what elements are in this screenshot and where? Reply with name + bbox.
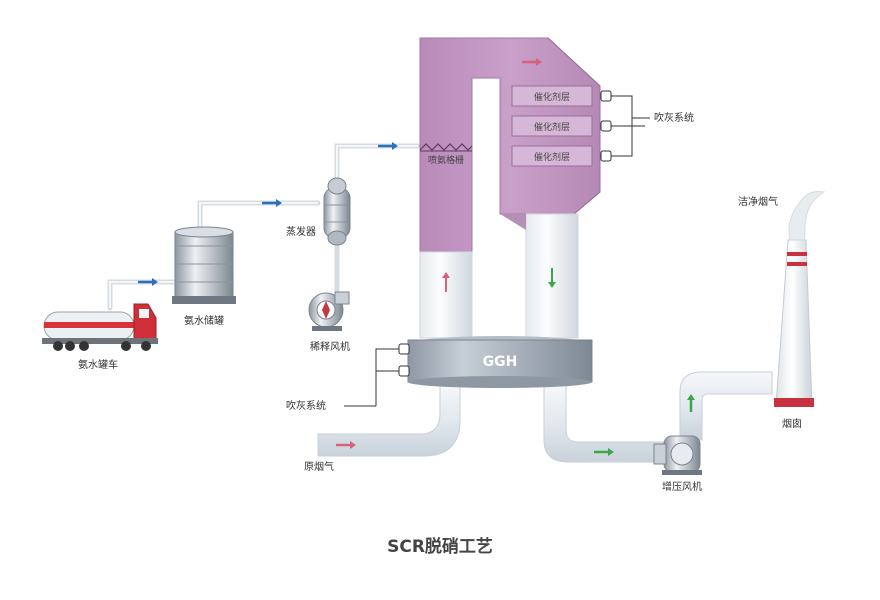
- booster-fan: [653, 435, 702, 475]
- chimney: [774, 191, 826, 407]
- catalyst-layer-3: [511, 145, 593, 167]
- booster-fan-label: 增压风机: [662, 480, 702, 493]
- soot-blower-bottom: [344, 343, 410, 407]
- ammonia-grid-label: 喷氨格栅: [428, 154, 464, 166]
- soot-blower-top-label: 吹灰系统: [654, 111, 694, 124]
- dilution-fan: [308, 291, 350, 331]
- catalyst-layer-3-label: 催化剂层: [534, 151, 570, 163]
- evaporator: [323, 177, 351, 246]
- evaporator-label: 蒸发器: [286, 225, 316, 238]
- raw-flue-gas-duct: [317, 384, 461, 457]
- ggh-label: GGH: [483, 354, 518, 370]
- catalyst-layer-1-label: 催化剂层: [534, 91, 570, 103]
- chimney-label: 烟囱: [782, 417, 802, 430]
- fan-to-chimney-duct: [679, 371, 773, 441]
- dilution-fan-label: 稀释风机: [310, 340, 350, 353]
- catalyst-layer-2-label: 催化剂层: [534, 121, 570, 133]
- ammonia-grid-zigzag: [419, 143, 473, 151]
- soot-nozzle-2: [600, 120, 612, 132]
- clean-flue-gas-label: 洁净烟气: [738, 195, 778, 208]
- tanker-label: 氨水罐车: [78, 358, 118, 371]
- clean-smoke: [788, 191, 826, 241]
- pipe-evaporator-to-grid: [334, 143, 421, 181]
- ammonia-storage-tank: [172, 226, 236, 304]
- soot-nozzle-3: [600, 150, 612, 162]
- tanker-truck: [42, 303, 158, 351]
- reactor-inlet-column: [419, 251, 473, 339]
- soot-blower-bottom-label: 吹灰系统: [286, 399, 326, 412]
- raw-flue-gas-label: 原烟气: [304, 460, 334, 473]
- scr-reactor: [419, 37, 601, 339]
- catalyst-layers: 催化剂层 催化剂层 催化剂层: [511, 85, 593, 167]
- ggh-heat-exchanger: GGH: [407, 336, 593, 388]
- catalyst-layer-2: [511, 115, 593, 137]
- storage-tank-label: 氨水储罐: [184, 314, 224, 327]
- flow-arrows: [138, 58, 695, 456]
- soot-nozzle-1: [600, 90, 612, 102]
- soot-blower-top: [600, 90, 645, 162]
- ammonia-feed-pipes: [107, 143, 421, 311]
- catalyst-layer-1: [511, 85, 593, 107]
- diagram-title: SCR脱硝工艺: [387, 536, 493, 557]
